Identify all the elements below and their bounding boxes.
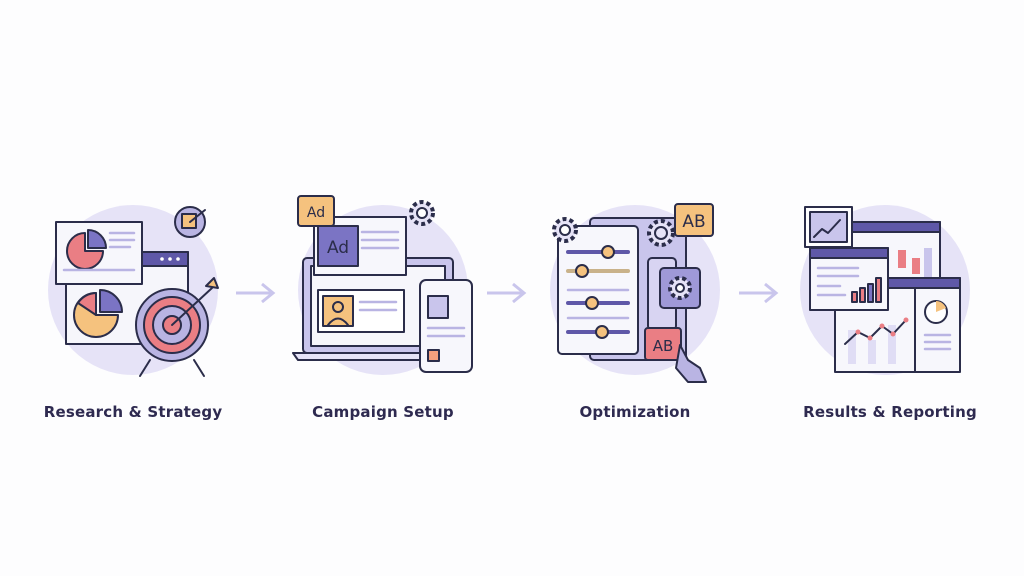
results-reporting-icon bbox=[800, 205, 970, 375]
campaign-setup-icon: Ad Ad bbox=[292, 195, 473, 375]
ad-badge-small: Ad bbox=[307, 205, 325, 221]
arrow-head-3 bbox=[764, 282, 779, 304]
arrow-head-2 bbox=[512, 282, 527, 304]
arrow-head-1 bbox=[261, 282, 276, 304]
step-label-optimization: Optimization bbox=[579, 403, 691, 421]
ad-badge-large: Ad bbox=[327, 238, 349, 258]
optimization-icon: AB AB bbox=[550, 203, 720, 383]
ab-badge-bottom: AB bbox=[653, 337, 674, 355]
step-label-research-strategy: Research & Strategy bbox=[43, 403, 223, 421]
step-label-results-reporting: Results & Reporting bbox=[803, 403, 977, 421]
research-strategy-icon bbox=[48, 205, 219, 377]
step-label-campaign-setup: Campaign Setup bbox=[312, 403, 454, 421]
ab-badge-top: AB bbox=[682, 212, 705, 232]
hand-cursor-icon bbox=[675, 344, 707, 383]
